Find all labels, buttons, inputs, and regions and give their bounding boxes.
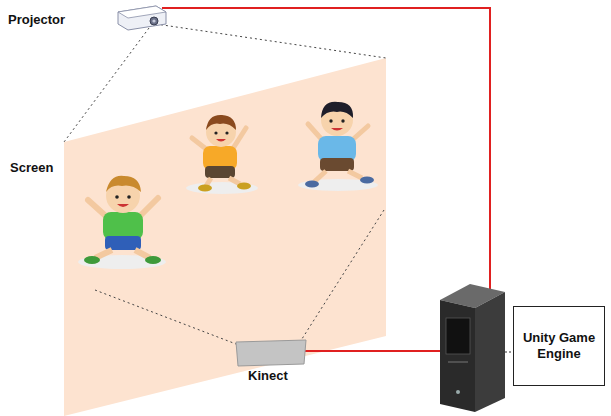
node-label: Screen (10, 160, 53, 176)
cable (305, 350, 442, 352)
device-label: Projector (8, 12, 65, 28)
child-figure (186, 115, 258, 194)
node-label: Projector (8, 12, 65, 28)
device-label: Screen (10, 160, 53, 176)
projection-ray (64, 24, 152, 142)
child-figure (78, 176, 166, 269)
node-label: Unity Game Engine (520, 330, 598, 361)
node-label: Kinect (248, 368, 288, 384)
software-box: Unity Game Engine (513, 306, 605, 386)
pc-tower (440, 284, 505, 412)
child-figure (298, 102, 378, 191)
projector-icon (118, 6, 166, 30)
projection-screen (64, 58, 386, 416)
sensor-ray (95, 290, 236, 344)
kinect-sensor (236, 340, 306, 366)
sensor-ray (300, 210, 384, 342)
projection-ray (156, 24, 386, 58)
cable (162, 8, 490, 292)
software-link (505, 351, 513, 352)
device-label: Kinect (248, 368, 288, 384)
